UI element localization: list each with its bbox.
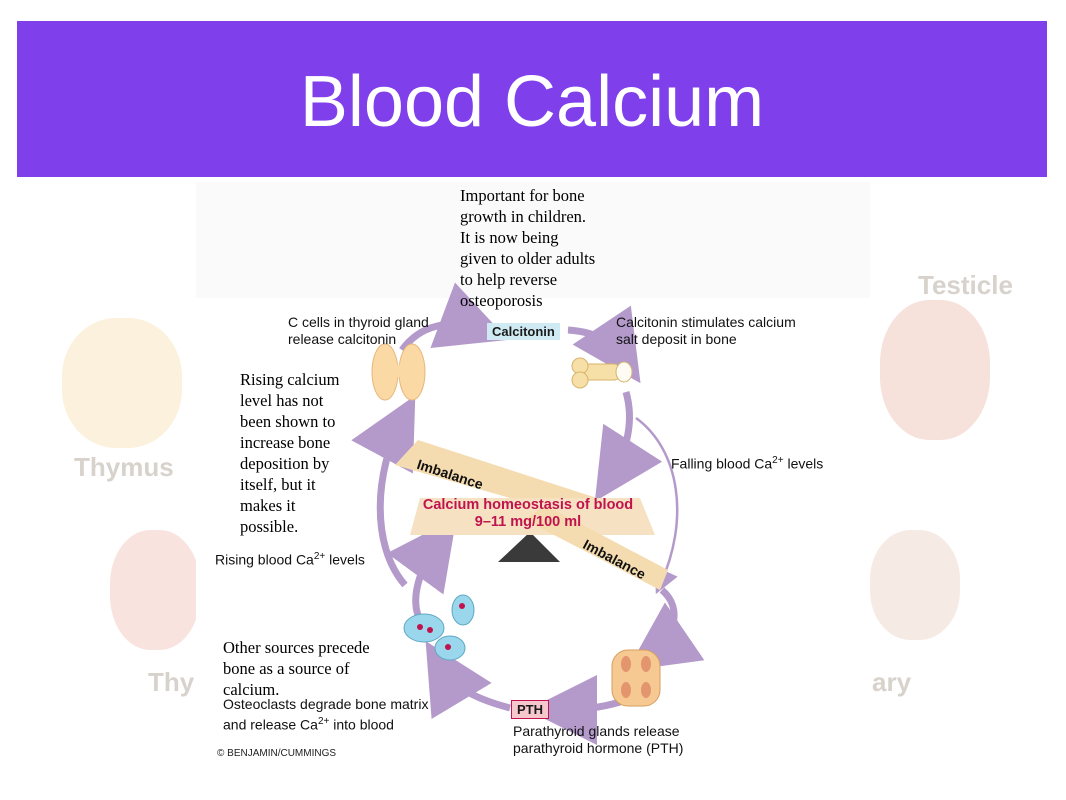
- calcitonin-note-box: [196, 182, 870, 298]
- note-line: growth in children.: [460, 207, 587, 226]
- osteoclast-post: into blood: [329, 716, 394, 733]
- bg-label-thymus: Thymus: [74, 452, 174, 482]
- homeostasis-line2: 9–11 mg/100 ml: [474, 514, 582, 530]
- osteoclasts-label: Osteoclasts degrade bone matrix and rele…: [223, 696, 428, 734]
- arrow-top-left-to-calcitonin: [399, 282, 509, 353]
- note-line: increase bone: [240, 433, 331, 452]
- credit-label: © BENJAMIN/CUMMINGS: [217, 748, 337, 759]
- rising-text: Rising blood Ca: [215, 551, 314, 568]
- label-line: release calcitonin: [288, 331, 397, 347]
- note-line: Important for bone: [460, 186, 585, 205]
- bg-label-testicle: Testicle: [918, 270, 1013, 300]
- falling-suffix: levels: [783, 455, 824, 472]
- label-line: Parathyroid glands release: [513, 723, 680, 739]
- rising-sup: 2+: [313, 551, 326, 562]
- bg-thyroid-organ: [110, 530, 200, 650]
- note-line: It is now being: [460, 228, 559, 247]
- label-line: Calcitonin stimulates calcium: [616, 314, 796, 330]
- osteoclast-pre: and release Ca: [223, 716, 318, 733]
- arrow-calcitonin-to-bone: [567, 305, 641, 384]
- calcitonin-effect-label: Calcitonin stimulates calcium salt depos…: [616, 314, 796, 348]
- note-line: calcium.: [223, 680, 280, 699]
- osteoclasts-icon: [403, 594, 475, 661]
- c-cells-label: C cells in thyroid gland release calcito…: [288, 314, 429, 348]
- osteoclast-line1: Osteoclasts degrade bone matrix: [223, 696, 429, 712]
- falling-levels-label: Falling blood Ca2+ levels: [671, 452, 823, 473]
- falling-text: Falling blood Ca: [671, 455, 773, 472]
- note-line: Other sources precede: [223, 638, 370, 657]
- note-line: makes it: [240, 496, 296, 515]
- homeostasis-line1: Calcium homeostasis of blood: [422, 497, 634, 513]
- rising-calcium-note: Rising calcium level has not been shown …: [240, 369, 340, 537]
- pth-pill: PTH: [511, 700, 549, 719]
- bone-icon: [571, 357, 633, 389]
- note-line: to help reverse: [460, 270, 558, 289]
- thyroid-gland-icon: [371, 343, 426, 401]
- bg-pituitary-organ: [870, 530, 960, 640]
- arrow-falling-levels: [635, 416, 679, 595]
- bg-label-pituitary: ary: [872, 667, 912, 697]
- parathyroid-label: Parathyroid glands release parathyroid h…: [513, 723, 683, 757]
- note-line: possible.: [240, 517, 299, 536]
- calcitonin-pill: Calcitonin: [487, 323, 560, 340]
- falling-sup: 2+: [772, 455, 784, 466]
- osteoclast-sup: 2+: [317, 716, 330, 727]
- parathyroid-gland-icon: [611, 649, 661, 707]
- seesaw-lower-beam: [525, 505, 668, 590]
- note-line: osteoporosis: [460, 291, 543, 310]
- note-line: level has not: [240, 391, 324, 410]
- seesaw-fulcrum: [498, 532, 560, 562]
- arrow-parathyroid-to-pth: [527, 674, 622, 745]
- note-line: Rising calcium: [240, 370, 340, 389]
- homeostasis-label: Calcium homeostasis of blood 9–11 mg/100…: [410, 497, 646, 531]
- note-line: been shown to: [240, 412, 336, 431]
- slide-title: Blood Calcium: [299, 62, 765, 142]
- arrow-rising-up-to-thyroid: [351, 395, 416, 588]
- arrow-to-parathyroid: [626, 587, 705, 671]
- rising-suffix: levels: [325, 551, 365, 568]
- label-line: C cells in thyroid gland: [288, 314, 429, 330]
- bg-thymus-organ: [62, 318, 182, 448]
- label-line: parathyroid hormone (PTH): [513, 740, 684, 756]
- label-line: salt deposit in bone: [616, 331, 737, 347]
- arrow-pth-to-osteoclasts: [425, 640, 511, 720]
- arrow-bone-down: [594, 391, 663, 502]
- note-line: deposition by: [240, 454, 330, 473]
- other-sources-note: Other sources precede bone as a source o…: [223, 637, 370, 700]
- note-line: bone as a source of: [223, 659, 350, 678]
- title-banner: Blood Calcium: [17, 21, 1047, 177]
- note-line: given to older adults: [460, 249, 596, 268]
- note-line: itself, but it: [240, 475, 316, 494]
- bg-testicle-organ: [880, 300, 990, 440]
- bg-label-thyroid: Thy: [148, 667, 195, 697]
- calcitonin-note: Important for bone growth in children. I…: [460, 185, 595, 311]
- osteoclast-line2: and release Ca2+ into blood: [223, 713, 428, 734]
- arrow-osteoclasts-up: [386, 517, 457, 622]
- rising-levels-label: Rising blood Ca2+ levels: [215, 548, 365, 569]
